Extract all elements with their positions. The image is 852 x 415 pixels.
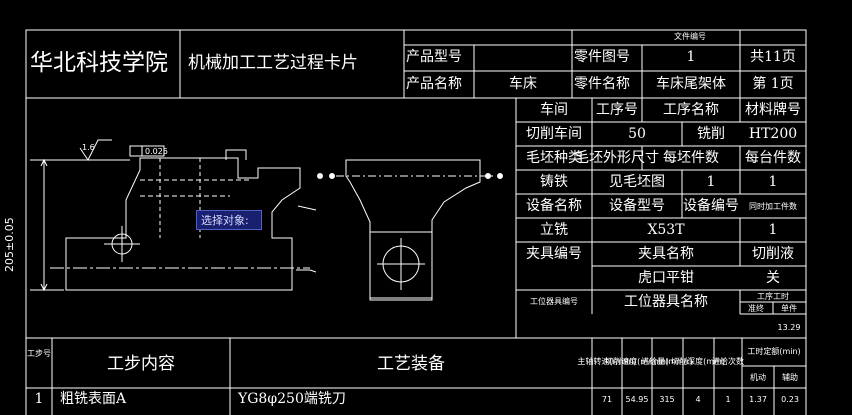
- row-machine-time[interactable]: 1.37: [749, 395, 767, 404]
- fixture-name-value[interactable]: 虎口平钳: [638, 270, 694, 286]
- row-step-equipment[interactable]: YG8φ250端铣刀: [238, 391, 346, 407]
- workshop-value[interactable]: 切削车间: [526, 126, 582, 142]
- flatness-label: 0.025: [145, 147, 168, 156]
- fixture-name-label: 夹具名称: [638, 246, 694, 262]
- op-no-label: 工序号: [596, 102, 638, 118]
- fixture-no-label: 夹具编号: [526, 246, 582, 262]
- row-step-content[interactable]: 粗铣表面A: [60, 391, 127, 407]
- workshop-label: 车间: [540, 102, 568, 118]
- product-name-label: 产品名称: [406, 76, 462, 92]
- card-title: 机械加工工艺过程卡片: [188, 53, 358, 73]
- per-blank-label: 每坯件数: [663, 150, 719, 166]
- equip-model-value[interactable]: X53T: [647, 222, 685, 238]
- dimension-label: 205±0.05: [3, 217, 16, 272]
- part-front-view: [317, 159, 503, 301]
- part-drawing[interactable]: 1: [686, 49, 696, 65]
- page-number: 第 1页: [752, 76, 794, 92]
- command-tooltip: 选择对象:: [196, 210, 262, 230]
- coolant-label: 切削液: [752, 246, 794, 262]
- equip-name-label: 设备名称: [526, 198, 582, 214]
- row-depth[interactable]: 4: [695, 395, 701, 404]
- simul-value[interactable]: 1: [768, 222, 778, 238]
- blank-type-value[interactable]: 铸铁: [540, 174, 568, 190]
- op-name-value[interactable]: 铣削: [697, 126, 725, 142]
- time-quota-header: 工时定额(min): [747, 347, 801, 356]
- roughness-label: 1.6: [82, 143, 95, 152]
- equip-no-label: 设备编号: [683, 198, 739, 214]
- blank-size-value[interactable]: 见毛坯图: [609, 174, 665, 190]
- step-content-header: 工步内容: [107, 354, 175, 374]
- product-model-label: 产品型号: [406, 49, 462, 65]
- per-unit-label: 每台件数: [745, 150, 801, 166]
- row-aux-time[interactable]: 0.23: [781, 395, 799, 404]
- per-unit-value[interactable]: 1: [768, 174, 778, 190]
- machine-time-header: 机动: [750, 373, 766, 382]
- row-spindle[interactable]: 71: [601, 395, 613, 404]
- equip-name-value[interactable]: 立铣: [540, 222, 568, 238]
- school-name: 华北科技学院: [30, 50, 168, 76]
- aux-time-header: 辅助: [782, 373, 798, 382]
- step-equipment-header: 工艺装备: [377, 354, 445, 374]
- part-name[interactable]: 车床尾架体: [656, 76, 726, 92]
- equip-model-label: 设备型号: [609, 198, 665, 214]
- material-label: 材料牌号: [745, 102, 801, 118]
- part-side-view: [30, 139, 317, 292]
- row-step-no: 1: [34, 391, 44, 407]
- total-pages: 共11页: [750, 49, 796, 65]
- feed-header: 进给量(mm/r): [641, 357, 693, 366]
- coolant-value[interactable]: 关: [766, 270, 780, 286]
- material-value[interactable]: HT200: [748, 126, 798, 142]
- op-no-value[interactable]: 50: [628, 126, 646, 142]
- blank-size-label: 毛坯外形尺寸: [575, 150, 659, 166]
- part-name-label: 零件名称: [574, 76, 630, 92]
- spindle-header: 主轴转速(r/min): [577, 357, 637, 366]
- depth-header: 切削深度(mm): [671, 357, 725, 366]
- station-no-label: 工位器具编号: [530, 297, 578, 306]
- table-grid: [25, 29, 807, 415]
- time-prep-label: 准终: [748, 304, 764, 313]
- product-name[interactable]: 车床: [509, 76, 537, 92]
- time-unit-value[interactable]: 13.29: [777, 323, 801, 332]
- passes-header: 进给次数: [712, 357, 744, 366]
- time-label: 工序工时: [757, 292, 789, 301]
- row-feed[interactable]: 315: [659, 395, 675, 404]
- simul-label: 同时加工件数: [749, 202, 797, 211]
- doc-no-label: 文件编号: [674, 32, 706, 41]
- op-name-label: 工序名称: [663, 102, 719, 118]
- time-unit-label: 单件: [781, 304, 797, 313]
- row-passes[interactable]: 1: [725, 395, 731, 404]
- row-cut-speed[interactable]: 54.95: [625, 395, 649, 404]
- cut-speed-header: 切削速度(m/min): [605, 357, 669, 366]
- part-drawing-label: 零件图号: [574, 49, 630, 65]
- blank-type-label: 毛坯种类: [526, 150, 582, 166]
- per-blank-value[interactable]: 1: [706, 174, 716, 190]
- step-no-header: 工步号: [27, 349, 51, 358]
- station-name-label: 工位器具名称: [624, 294, 708, 310]
